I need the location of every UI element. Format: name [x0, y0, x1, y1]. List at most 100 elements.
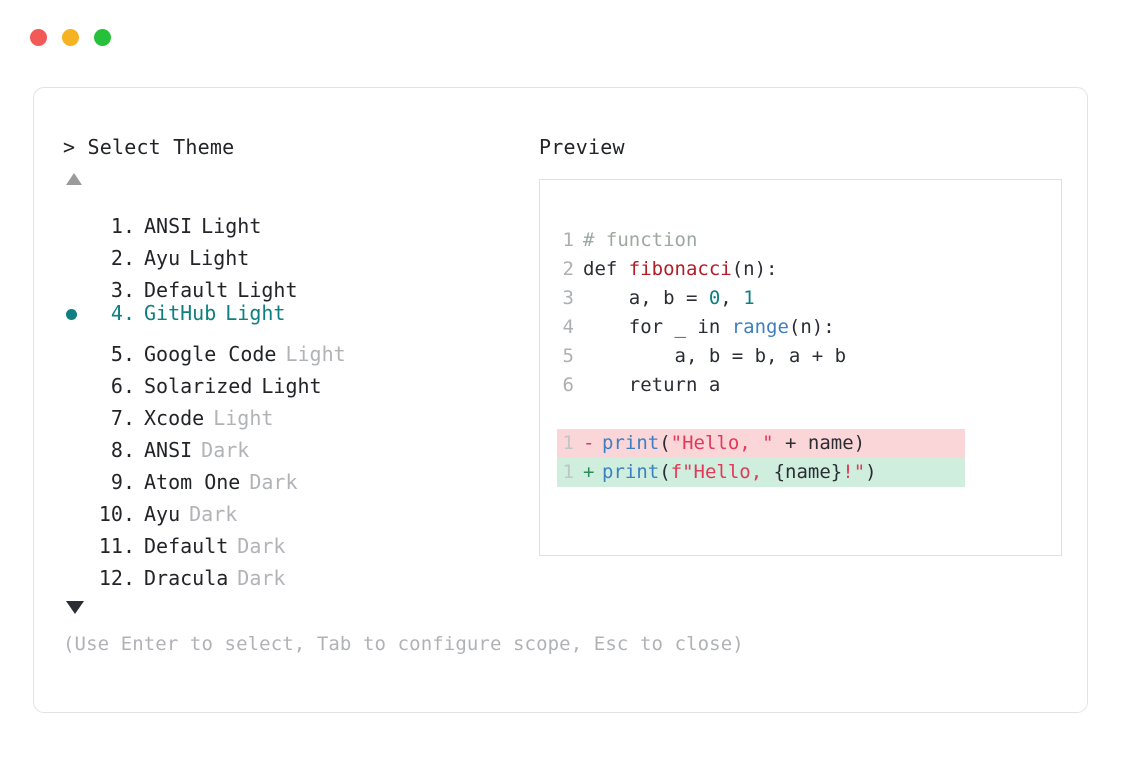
- code-line-text: a, b = b, a + b: [583, 342, 847, 371]
- diff-line-text: print(f"Hello, {name}!"): [602, 458, 877, 487]
- diff-line-number: 1: [562, 461, 574, 483]
- diff-line-text: print("Hello, " + name): [602, 429, 865, 458]
- code-token: range: [731, 316, 789, 338]
- line-number: 2: [562, 258, 574, 280]
- theme-item-name: Ayu: [144, 502, 181, 526]
- theme-item-variant: Dark: [237, 534, 286, 558]
- code-line-text: a, b = 0, 1: [583, 284, 755, 313]
- selection-bullet-cell: [63, 457, 91, 489]
- theme-item-variant: Dark: [201, 438, 250, 462]
- theme-list-item[interactable]: 2. Ayu Light: [63, 233, 533, 270]
- theme-item-variant: Light: [261, 374, 322, 398]
- scroll-up-arrow-icon[interactable]: [66, 173, 82, 185]
- theme-item-index: 9.: [110, 470, 135, 494]
- selection-bullet-cell: [63, 393, 91, 425]
- code-line-text: for _ in range(n):: [583, 313, 835, 342]
- code-blank-line: [557, 400, 1047, 429]
- code-line: 2 def fibonacci(n):: [557, 255, 1047, 284]
- selection-bullet-cell: [63, 489, 91, 521]
- code-line: 4 for _ in range(n):: [557, 313, 1047, 342]
- selection-bullet-cell: [63, 299, 91, 331]
- theme-item-index: 10.: [98, 502, 135, 526]
- theme-item-variant: Light: [189, 246, 250, 270]
- theme-item-index: 8.: [110, 438, 135, 462]
- selected-bullet-icon: [66, 309, 77, 320]
- selection-bullet-cell: [63, 201, 91, 233]
- keyboard-hint: (Use Enter to select, Tab to configure s…: [63, 633, 744, 655]
- scroll-down-arrow-icon[interactable]: [66, 601, 84, 614]
- selection-bullet-cell: [63, 361, 91, 393]
- theme-list-item[interactable]: 8. ANSI Dark: [63, 425, 533, 462]
- code-token: return a: [583, 374, 721, 396]
- theme-item-variant: Dark: [237, 566, 286, 590]
- line-number: 6: [562, 374, 574, 396]
- code-token: !": [842, 461, 866, 483]
- code-line: 5 a, b = b, a + b: [557, 342, 1047, 371]
- minimize-button[interactable]: [62, 29, 79, 46]
- theme-item-index: 7.: [110, 406, 135, 430]
- code-token: a, b =: [583, 287, 709, 309]
- theme-item-index: 12.: [98, 566, 135, 590]
- theme-item-index: 11.: [98, 534, 135, 558]
- code-line-text: return a: [583, 371, 721, 400]
- close-button[interactable]: [30, 29, 47, 46]
- line-number: 3: [562, 287, 574, 309]
- code-token: (n):: [731, 258, 778, 280]
- theme-item-variant: Light: [201, 214, 262, 238]
- code-token: print: [602, 432, 660, 454]
- theme-item-variant: Light: [285, 342, 346, 366]
- selection-bullet-cell: [63, 329, 91, 361]
- selection-bullet-cell: [63, 521, 91, 553]
- code-token: (n):: [788, 316, 835, 338]
- theme-item-name: ANSI: [144, 214, 193, 238]
- theme-list-item[interactable]: 1. ANSI Light: [63, 201, 533, 238]
- maximize-button[interactable]: [94, 29, 111, 46]
- theme-item-name: Dracula: [144, 566, 229, 590]
- theme-item-name: Xcode: [144, 406, 205, 430]
- code-token: (: [659, 461, 671, 483]
- code-token: {name}: [773, 461, 843, 483]
- selection-bullet-cell: [63, 233, 91, 265]
- prompt-title: > Select Theme: [63, 135, 235, 159]
- theme-list-item[interactable]: 12. Dracula Dark: [63, 553, 533, 590]
- theme-item-variant: Light: [237, 278, 298, 302]
- code-token: # function: [583, 229, 698, 251]
- theme-item-name: ANSI: [144, 438, 193, 462]
- code-token: def: [583, 258, 629, 280]
- line-number: 1: [562, 229, 574, 251]
- code-token: a, b = b, a + b: [583, 345, 847, 367]
- diff-line-del: 1-print("Hello, " + name): [557, 429, 965, 458]
- code-token: ,: [720, 287, 744, 309]
- theme-item-index: 5.: [110, 342, 135, 366]
- code-line: 3 a, b = 0, 1: [557, 284, 1047, 313]
- code-token: "Hello, ": [670, 432, 774, 454]
- theme-item-name: GitHub: [144, 301, 217, 325]
- code-token: fibonacci: [628, 258, 732, 280]
- theme-item-index: 1.: [110, 214, 135, 238]
- code-token: 0: [708, 287, 721, 309]
- window-titlebar: [30, 29, 111, 46]
- diff-line-number: 1: [562, 432, 574, 454]
- selection-bullet-cell: [63, 265, 91, 297]
- code-line-text: def fibonacci(n):: [583, 255, 777, 284]
- preview-title: Preview: [539, 135, 625, 159]
- theme-item-index: 2.: [110, 246, 135, 270]
- theme-item-name: Ayu: [144, 246, 181, 270]
- code-token: f"Hello,: [670, 461, 774, 483]
- code-line: 1 # function: [557, 226, 1047, 255]
- theme-item-index: 3.: [110, 278, 135, 302]
- code-token: for _ in: [583, 316, 732, 338]
